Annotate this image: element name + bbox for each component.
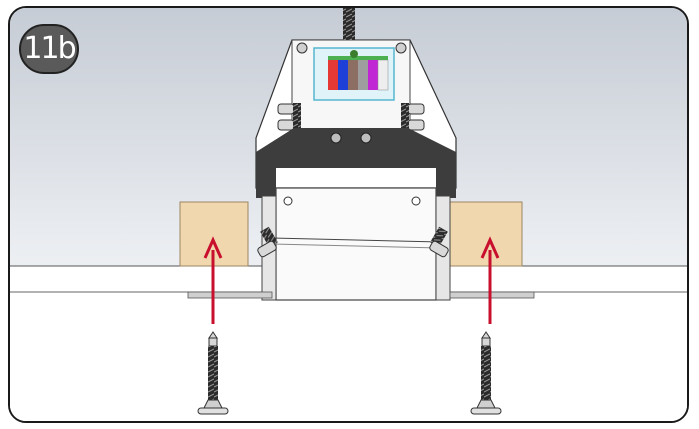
power-cable (343, 8, 355, 40)
up-arrow-icon (480, 236, 500, 324)
installation-diagram (10, 8, 687, 421)
step-number-badge: 11b (19, 24, 79, 74)
wood-block-right (449, 201, 523, 267)
self-drilling-screw-icon (470, 331, 502, 415)
recessed-channel (187, 187, 535, 301)
illustration-frame: 11b (8, 6, 689, 423)
up-arrow-icon (203, 236, 223, 324)
self-drilling-screw-icon (197, 331, 229, 415)
terminal-block-icon (313, 47, 395, 101)
mounting-bracket (256, 128, 456, 198)
